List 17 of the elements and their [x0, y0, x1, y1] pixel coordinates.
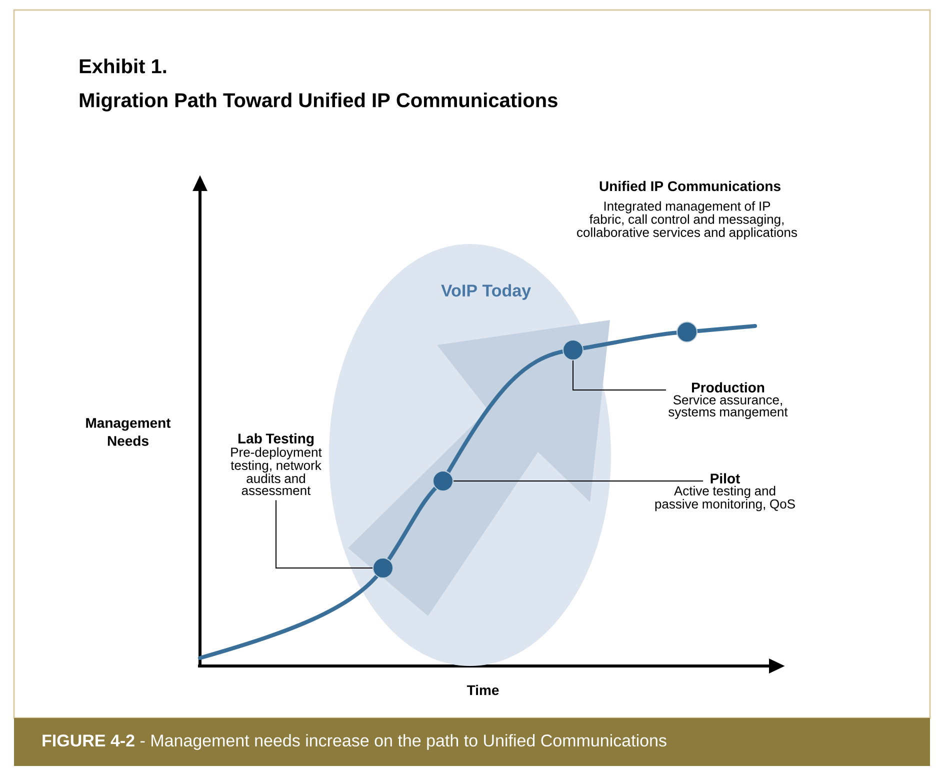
- curve-dot: [676, 322, 698, 342]
- axis-label: Time: [466, 684, 499, 696]
- stage-note: Lab Testing Pre-deployment testing, network audits and assessment: [230, 433, 322, 496]
- curve-dot: [562, 340, 584, 360]
- stage-description: Integrated management of IP fabric, call control and messaging, collaborative services and applications: [577, 201, 797, 240]
- stage-note: Production Service assurance, systems mangement: [668, 382, 788, 420]
- leader-line: [453, 480, 704, 482]
- curve-dot: [432, 470, 454, 492]
- curve-dot: [372, 558, 394, 578]
- caption-band: FIGURE 4-2 - Management needs increase on the path to Unified Communications: [14, 718, 930, 766]
- stage-note: Pilot Active testing and passive monitoring, QoS: [655, 473, 795, 512]
- leader-line: [276, 500, 373, 568]
- chart-title: Migration Path Toward Unified IP Communications: [80, 92, 558, 112]
- stage-heading: Unified IP Communications: [600, 180, 780, 192]
- leader-line: [572, 360, 666, 390]
- exhibit-number: Exhibit 1.: [80, 58, 166, 74]
- axis-label: Management Needs: [86, 418, 171, 446]
